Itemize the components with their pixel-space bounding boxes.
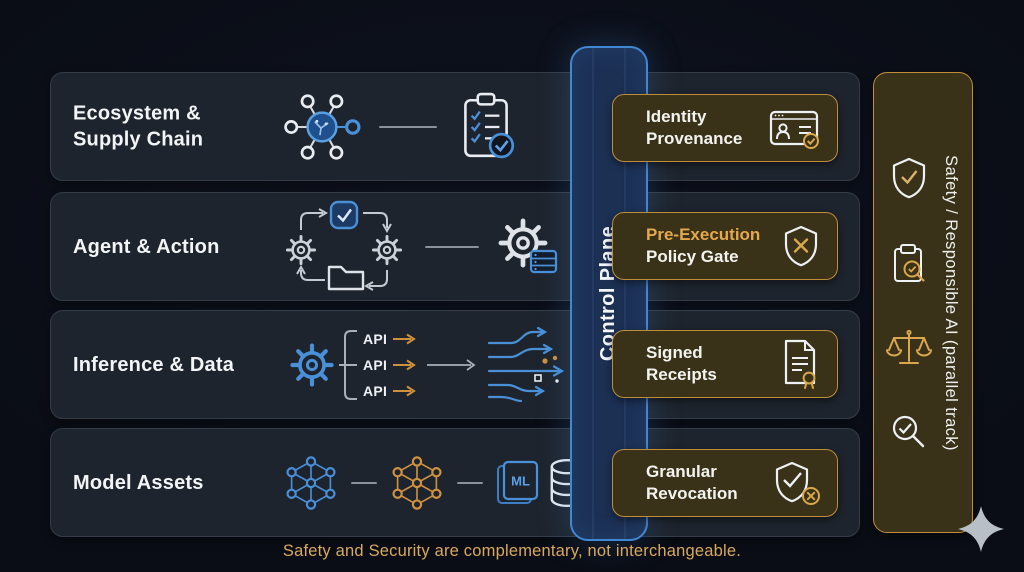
gate-text: Pre-Execution Policy Gate (646, 224, 760, 268)
row-art-inference: API API API (289, 311, 573, 418)
gate-line: Granular (646, 462, 717, 482)
clipboard-audit-icon (894, 244, 925, 282)
server-icon (529, 249, 558, 273)
arrow-right-icon (393, 385, 417, 396)
api-label: API (363, 382, 388, 399)
gear-icon (289, 342, 335, 388)
row-art-ecosystem (283, 73, 517, 180)
certified-document-icon (784, 339, 816, 389)
magnifier-check-icon (892, 415, 925, 448)
api-row: API (363, 354, 419, 376)
ml-package-icon: ML (497, 460, 539, 504)
gate-identity-provenance: Identity Provenance (612, 94, 838, 162)
gate-line: Identity (646, 107, 707, 127)
gate-line: Policy Gate (646, 247, 739, 266)
dataflow-icon (488, 326, 565, 402)
gate-granular-revocation: Granular Revocation (612, 449, 838, 517)
agent-loop-icon (285, 200, 403, 291)
shield-x-icon (784, 225, 818, 267)
arrow-right-icon (393, 333, 417, 344)
caption: Safety and Security are complementary, n… (282, 542, 742, 560)
gate-line: Revocation (646, 484, 738, 503)
scales-icon (886, 329, 932, 364)
check-square-icon (329, 200, 359, 229)
api-row: API (363, 380, 419, 402)
api-label: API (363, 356, 388, 373)
audit-checklist-icon (464, 92, 515, 158)
row-art-agent (283, 193, 559, 300)
api-row: API (363, 328, 419, 350)
neural-net-blue-icon (286, 455, 336, 510)
row-title-ecosystem: Ecosystem & Supply Chain (73, 102, 204, 151)
connector-line (379, 125, 437, 128)
row-title-agent: Agent & Action (73, 235, 220, 258)
api-fanout-bracket (339, 329, 357, 400)
gate-signed-receipts: Signed Receipts (612, 330, 838, 398)
gear-icon (371, 234, 403, 265)
connector-arrow (427, 358, 476, 371)
safety-panel-label: Safety / Responsible AI (parallel track) (942, 154, 960, 451)
gate-text: Identity Provenance (646, 106, 742, 150)
safety-parallel-track-panel: Safety / Responsible AI (parallel track) (873, 72, 973, 533)
row-title-model-assets: Model Assets (73, 471, 204, 494)
api-list: API API API (363, 328, 419, 402)
gear-icon (285, 234, 317, 265)
gate-line: Signed (646, 343, 703, 363)
gate-line: Provenance (646, 129, 743, 148)
row-art-model-assets: ML (283, 429, 587, 536)
gate-text: Signed Receipts (646, 342, 717, 386)
gear-server-icon (495, 215, 558, 273)
id-card-check-icon (769, 110, 819, 149)
ml-label: ML (511, 473, 530, 488)
sparkle-icon (958, 506, 1004, 552)
connector-line (351, 481, 377, 484)
connector-line (425, 245, 479, 248)
gate-line: Receipts (646, 365, 717, 384)
shield-revoke-icon (775, 461, 820, 505)
gate-line-highlighted: Pre-Execution (646, 225, 761, 245)
row-title-inference: Inference & Data (73, 353, 235, 376)
api-label: API (363, 330, 388, 347)
folder-icon (327, 265, 365, 290)
shield-check-icon (892, 157, 926, 199)
gate-pre-execution-policy: Pre-Execution Policy Gate (612, 212, 838, 280)
gate-text: Granular Revocation (646, 461, 738, 505)
safety-icons-column (886, 157, 932, 453)
arrow-right-icon (393, 359, 417, 370)
network-hub-icon (284, 93, 361, 160)
neural-net-orange-icon (392, 455, 442, 510)
connector-line (457, 481, 483, 484)
